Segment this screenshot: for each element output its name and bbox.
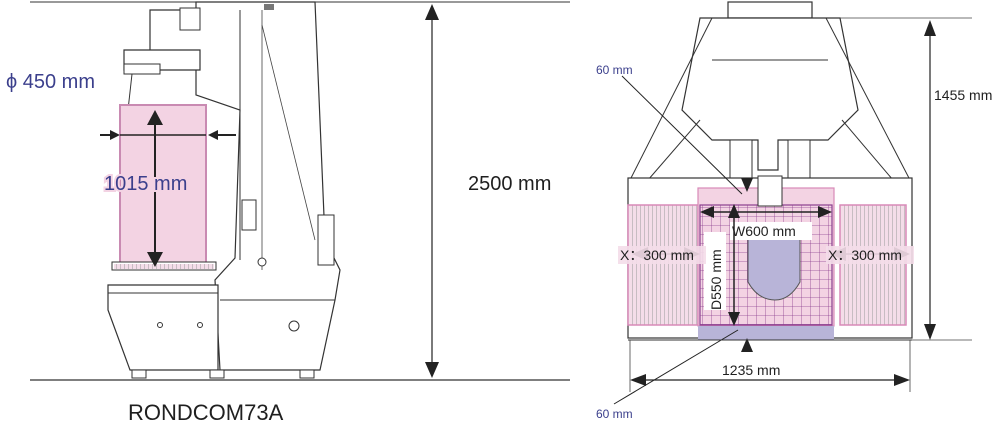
x-zone-right — [839, 204, 907, 326]
x-left-label-bg — [618, 246, 706, 264]
x-right-label-bg — [826, 246, 914, 264]
brace-left-2 — [647, 119, 701, 181]
foot-2 — [209, 369, 225, 379]
travel-arrowhead-top — [147, 110, 163, 125]
travel-arrowhead-bottom — [147, 252, 163, 267]
w600-arrow-right — [818, 206, 832, 218]
center-column — [757, 175, 783, 207]
d550-arrow-top — [728, 204, 740, 218]
foot-3 — [299, 369, 315, 379]
base-width-arrow-left — [630, 374, 646, 386]
top-gap-arrow — [741, 178, 753, 192]
base-width-label: 1235 mm — [722, 362, 780, 378]
top-gap-leader — [621, 75, 743, 195]
brace-left — [629, 17, 713, 181]
machine-base — [107, 284, 219, 371]
top-gap-label: 60 mm — [596, 63, 633, 77]
table-lavender — [698, 326, 834, 340]
depth-label: 1455 mm — [934, 87, 992, 103]
head-housing — [681, 17, 859, 171]
workpiece-shape — [747, 237, 801, 301]
table-hatch — [114, 264, 214, 269]
travel-label: 1015 mm — [104, 173, 187, 195]
machine-column — [149, 1, 341, 371]
height-label: 2500 mm — [468, 173, 551, 195]
bottom-gap-label: 60 mm — [596, 407, 633, 421]
head-top — [727, 1, 813, 19]
brace-right — [825, 17, 911, 181]
x-left-label: X：300 mm — [620, 247, 694, 263]
base-bolt-2 — [197, 322, 203, 328]
arm-head — [123, 63, 161, 75]
w600-arrow-left — [700, 206, 714, 218]
w600-label: W600 mm — [732, 223, 796, 239]
side-fitting — [241, 199, 257, 231]
base-width-label-bg — [718, 362, 808, 378]
diameter-label: ϕ 450 mm — [6, 71, 95, 93]
probe-mount-left — [729, 139, 753, 181]
depth-arrow-top — [924, 20, 936, 36]
model-name: RONDCOM73A — [128, 400, 284, 425]
right-machine-view: W600 mm D550 mm X：300 mm X：300 mm 1235 — [596, 1, 992, 421]
base-bolt-1 — [157, 322, 163, 328]
depth-arrow-bottom — [924, 324, 936, 340]
probe-mount-right — [787, 139, 811, 181]
top-panel — [179, 7, 201, 31]
base-width-arrow-right — [894, 374, 910, 386]
w600-label-bg — [730, 222, 812, 240]
measuring-space — [119, 104, 207, 266]
side-knob — [257, 257, 267, 267]
d550-label-bg — [704, 232, 726, 310]
foot-1 — [131, 369, 147, 379]
height-arrowhead-top — [425, 4, 439, 20]
rear-panel — [317, 214, 335, 266]
brace-right-2 — [841, 119, 894, 181]
vent-grille — [264, 4, 274, 10]
x-zone-left — [627, 204, 699, 326]
d550-arrow-bottom — [728, 312, 740, 326]
height-arrowhead-bottom — [425, 362, 439, 378]
d550-label: D550 mm — [708, 249, 724, 310]
bottom-gap-leader — [613, 329, 739, 405]
x-right-label: X：300 mm — [828, 247, 902, 263]
column-slope — [261, 24, 316, 241]
bottom-gap-arrow — [741, 338, 753, 352]
left-machine-view: ϕ 450 mm 1015 mm 2500 mm RONDCOM73A — [6, 1, 570, 425]
cabinet-port — [288, 320, 300, 332]
